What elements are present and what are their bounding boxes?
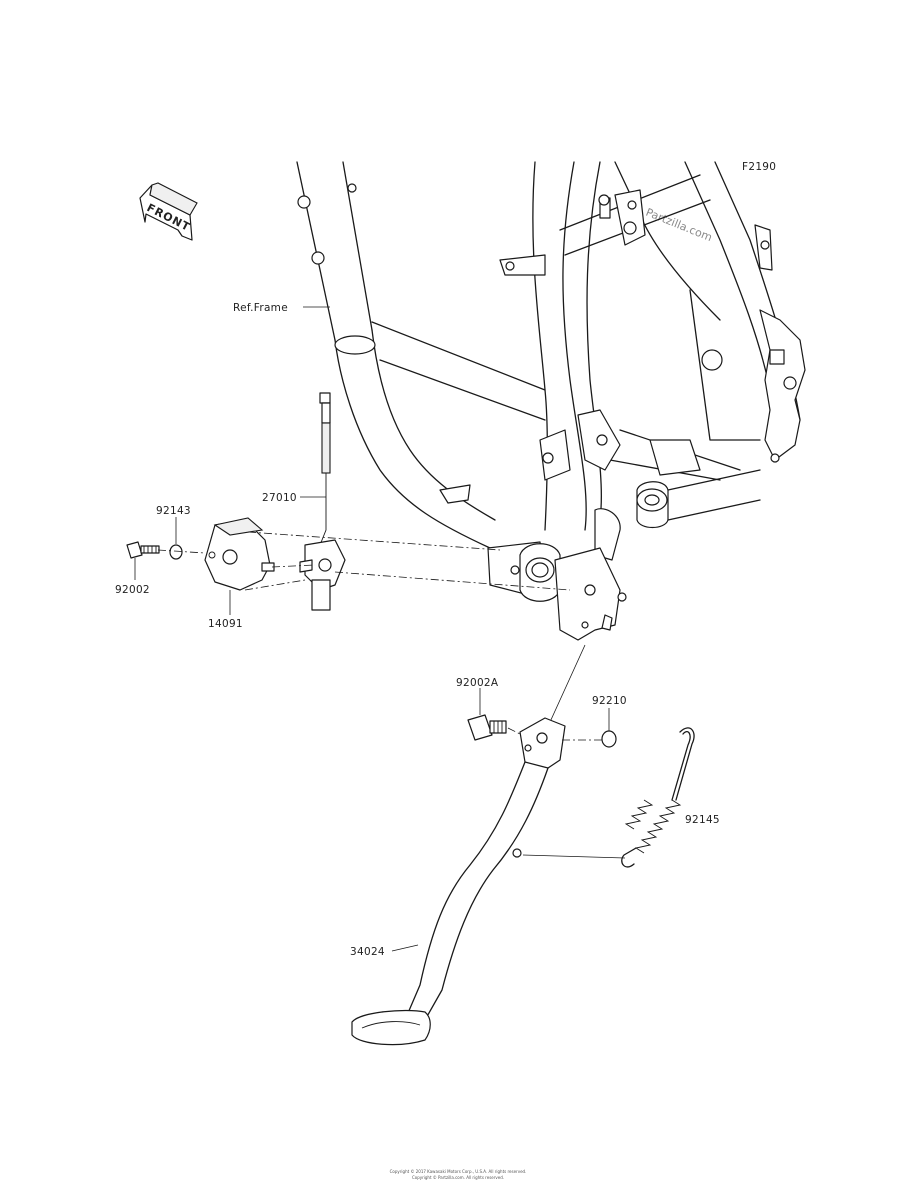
part-92210-nut <box>601 730 617 748</box>
part-92002-bolt <box>126 541 160 559</box>
align-line-5 <box>244 579 306 591</box>
label-ref-frame: Ref.Frame <box>233 302 288 314</box>
front-arrow-icon: FRONT <box>139 182 198 241</box>
align-line-1 <box>157 549 206 554</box>
label-14091: 14091 <box>208 618 243 630</box>
part-92145-spring <box>621 727 695 868</box>
copyright-line-2: Copyright © Partzilla.com. All rights re… <box>412 1175 504 1180</box>
diagram-code: F2190 <box>742 161 776 173</box>
label-92210: 92210 <box>592 695 627 707</box>
leader-34024 <box>391 944 419 952</box>
label-92002: 92002 <box>115 584 150 596</box>
part-34024-side-stand <box>351 717 566 1046</box>
part-27010-side-stand-switch <box>299 392 346 611</box>
part-92143-washer <box>169 544 183 560</box>
label-27010: 27010 <box>262 492 297 504</box>
label-92143: 92143 <box>156 505 191 517</box>
leader-stand-to-frame <box>549 644 586 723</box>
label-92002A: 92002A <box>456 677 499 689</box>
align-line-2 <box>247 531 501 551</box>
leader-spring-to-stand <box>522 854 626 859</box>
align-line-4 <box>334 571 571 591</box>
part-92002A-bolt <box>467 714 507 741</box>
frame-drawing <box>296 161 806 641</box>
label-34024: 34024 <box>350 946 385 958</box>
align-line-6 <box>507 727 523 736</box>
align-line-3 <box>271 564 316 568</box>
part-14091-cover <box>204 517 275 591</box>
copyright-line-1: Copyright © 2017 Kawasaki Motors Corp., … <box>390 1169 527 1174</box>
label-92145: 92145 <box>685 814 720 826</box>
